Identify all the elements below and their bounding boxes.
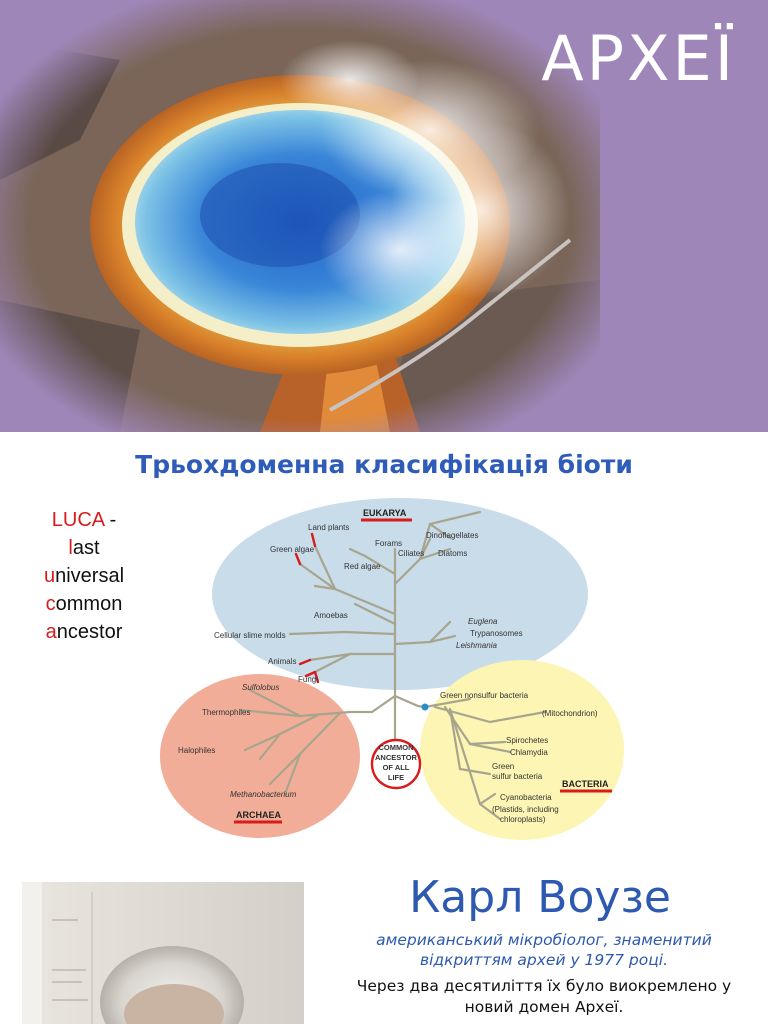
luca-abbr: LUCA: [51, 509, 105, 531]
woese-slide: Карл Воузе американський мікробіолог, зн…: [0, 852, 768, 1024]
taxon-label: Fungi: [298, 675, 318, 684]
taxon-label: Euglena: [468, 617, 498, 626]
hero-slide: АРХЕЇ: [0, 0, 768, 432]
taxon-label: Cellular slime molds: [214, 631, 286, 640]
taxon-label: Halophiles: [178, 746, 215, 755]
taxon-label: Thermophiles: [202, 708, 250, 717]
common-ancestor-circle: [370, 738, 422, 790]
taxon-label: Trypanosomes: [470, 629, 523, 638]
taxon-label: Green algae: [270, 545, 315, 554]
scientist-description: американський мікробіолог, знаменитий ві…: [376, 931, 712, 969]
discovery-note: Через два десятиліття їх було виокремлен…: [356, 977, 732, 1016]
taxon-label: (Mitochondrion): [542, 709, 598, 718]
taxon-label: Green: [492, 762, 514, 771]
eukarya-label: EUKARYA: [363, 508, 407, 518]
taxon-label: sulfur bacteria: [492, 772, 543, 781]
ancestor-label-line: LIFE: [388, 773, 404, 782]
taxon-label: Land plants: [308, 523, 349, 532]
phylogenetic-tree: COMMON ANCESTOR OF ALL LIFE EUKARYA ARCH…: [160, 498, 624, 840]
taxon-label: Dinoflagellates: [426, 531, 478, 540]
luca-heading: LUCA -: [20, 506, 148, 534]
luca-line: common: [45, 593, 123, 615]
bacteria-node-dot: [421, 703, 429, 711]
taxon-label: (Plastids, including: [492, 805, 559, 814]
eukarya-region: [212, 498, 588, 690]
taxon-label: Red algae: [344, 562, 381, 571]
taxon-label: chloroplasts): [500, 815, 546, 824]
taxon-label: Green nonsulfur bacteria: [440, 691, 529, 700]
archaea-label: ARCHAEA: [236, 810, 282, 820]
taxon-label: Amoebas: [314, 611, 348, 620]
luca-dash: -: [104, 509, 117, 531]
scientist-name: Карл Воузе: [409, 872, 671, 923]
ancestor-label-line: OF ALL: [383, 763, 410, 772]
slide-title: Трьохдоменна класифікація біоти: [135, 450, 633, 479]
ancestor-label-line: COMMON: [379, 743, 414, 752]
taxon-label: Chlamydia: [510, 748, 548, 757]
hot-spring-photo: [0, 0, 600, 432]
ancestor-label-line: ANCESTOR: [375, 753, 418, 762]
luca-line: universal: [43, 565, 125, 587]
luca-line: last: [68, 537, 100, 559]
taxon-label: Cyanobacteria: [500, 793, 552, 802]
taxon-label: Animals: [268, 657, 296, 666]
page-title: АРХЕЇ: [541, 22, 736, 95]
taxon-label: Forams: [375, 539, 402, 548]
taxon-label: Methanobacterium: [230, 790, 297, 799]
luca-line: ancestor: [45, 621, 123, 643]
classification-slide: Трьохдоменна класифікація біоти LUCA - l…: [0, 432, 768, 852]
bacteria-region: [420, 660, 624, 840]
taxon-label: Ciliates: [398, 549, 424, 558]
luca-definition: LUCA - last universal common ancestor: [20, 506, 148, 646]
bacteria-label: BACTERIA: [562, 779, 609, 789]
woese-portrait-photo: [22, 882, 304, 1024]
taxon-label: Sulfolobus: [242, 683, 279, 692]
taxon-label: Leishmania: [456, 641, 497, 650]
taxon-label: Spirochetes: [506, 736, 548, 745]
taxon-label: Diatoms: [438, 549, 467, 558]
